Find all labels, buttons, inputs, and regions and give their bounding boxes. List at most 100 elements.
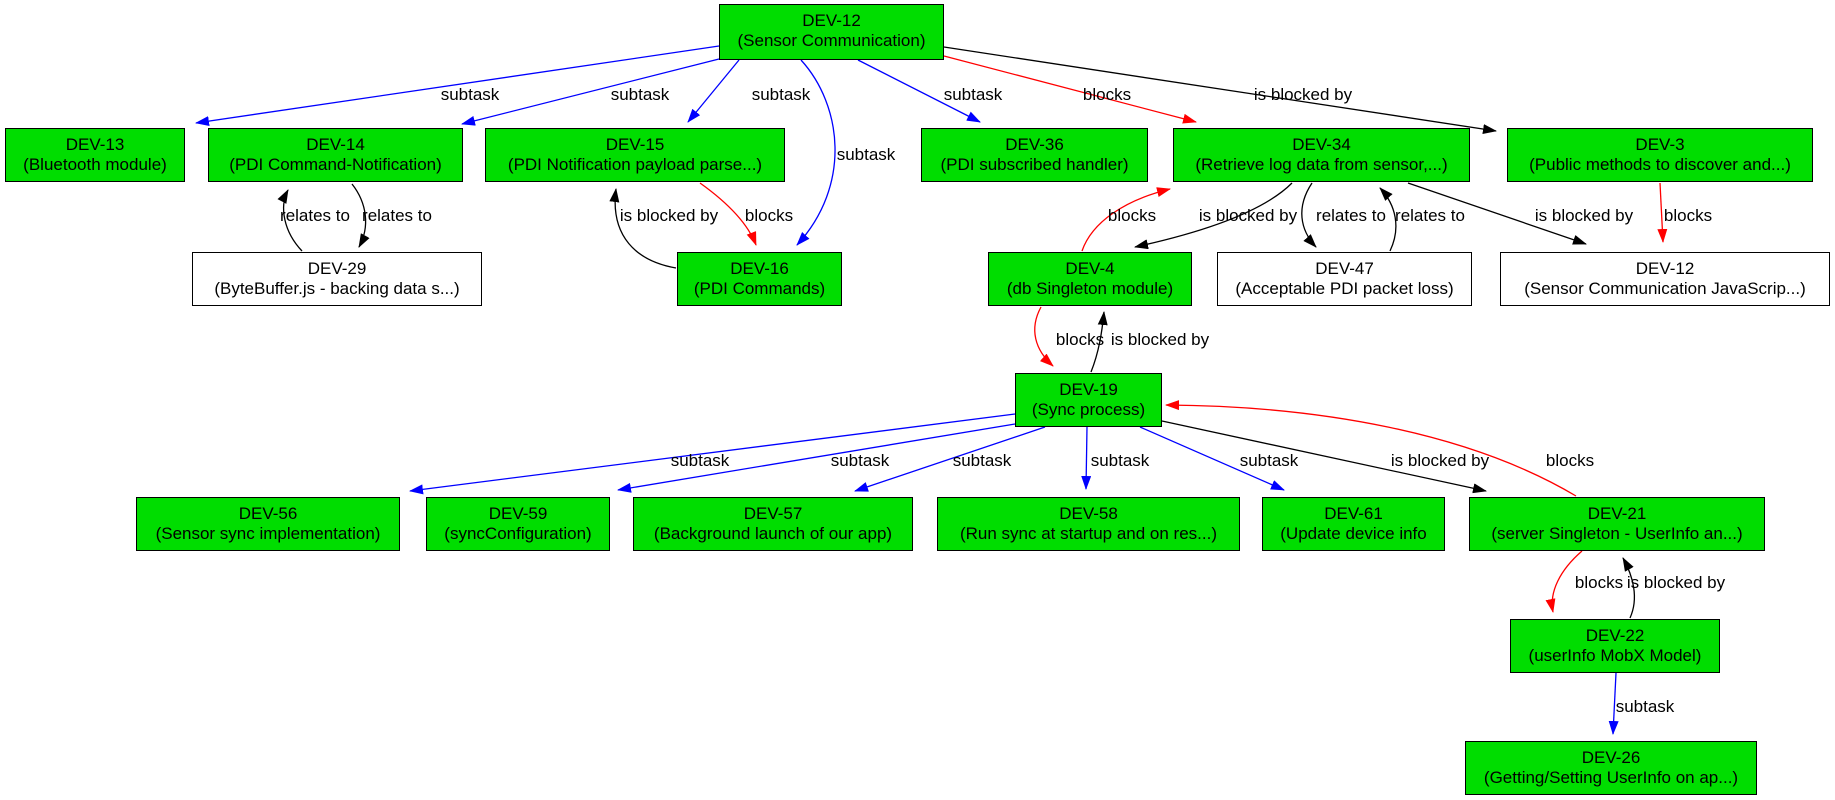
node-dev26[interactable]: DEV-26(Getting/Setting UserInfo on ap...…: [1465, 741, 1757, 795]
node-dev13[interactable]: DEV-13(Bluetooth module): [5, 128, 185, 182]
issue-key: DEV-59: [488, 504, 548, 523]
node-dev34[interactable]: DEV-34(Retrieve log data from sensor,...…: [1173, 128, 1470, 182]
issue-key: DEV-56: [238, 504, 298, 523]
issue-key: DEV-3: [1635, 135, 1685, 154]
edge-label-relates-to: relates to: [1395, 206, 1465, 225]
edge-dev22-dev26: [1608, 672, 1619, 735]
edge-dev3-dev12-w: [1657, 182, 1668, 243]
edge-label-is-blocked-by: is blocked by: [1390, 451, 1490, 470]
issue-summary: (Run sync at startup and on res...): [959, 524, 1217, 543]
edge-dev12-top-dev14: [461, 58, 720, 126]
node-dev12-top[interactable]: DEV-12(Sensor Communication): [719, 4, 944, 60]
edge-dev4-dev19: [1034, 306, 1054, 367]
node-dev15[interactable]: DEV-15(PDI Notification payload parse...…: [485, 128, 785, 182]
edge-dev16-dev15: [609, 188, 677, 269]
edge-label-blocks: blocks: [1082, 85, 1132, 104]
node-dev14[interactable]: DEV-14(PDI Command-Notification): [208, 128, 463, 182]
edge-label-is-blocked-by: is blocked by: [619, 206, 719, 225]
issue-summary: (Background launch of our app): [653, 524, 893, 543]
edge-label-subtask: subtask: [610, 85, 670, 104]
issue-summary: (ByteBuffer.js - backing data s...): [214, 279, 460, 298]
issue-key: DEV-21: [1587, 504, 1647, 523]
issue-summary: (Sensor Communication JavaScrip...): [1524, 279, 1806, 298]
node-dev3[interactable]: DEV-3(Public methods to discover and...): [1507, 128, 1813, 182]
edge-label-subtask: subtask: [830, 451, 890, 470]
issue-summary: (Public methods to discover and...): [1529, 155, 1791, 174]
node-dev19[interactable]: DEV-19(Sync process): [1015, 373, 1162, 427]
issue-summary: (PDI Command-Notification): [229, 155, 442, 174]
node-dev16[interactable]: DEV-16(PDI Commands): [677, 252, 842, 306]
edge-dev12-top-dev15: [687, 59, 740, 123]
edge-label-subtask: subtask: [751, 85, 811, 104]
edge-label-subtask: subtask: [1090, 451, 1150, 470]
issue-key: DEV-36: [1005, 135, 1064, 154]
issue-key: DEV-58: [1059, 504, 1118, 523]
issue-key: DEV-4: [1065, 259, 1115, 278]
edge-label-is-blocked-by: is blocked by: [1110, 330, 1210, 349]
issue-summary: (Sensor sync implementation): [155, 524, 381, 543]
issue-summary: (PDI Commands): [693, 279, 826, 298]
node-dev21[interactable]: DEV-21(server Singleton - UserInfo an...…: [1469, 497, 1765, 551]
edge-dev12-top-dev34: [943, 55, 1197, 124]
issue-summary: (PDI Notification payload parse...): [507, 155, 763, 174]
edge-label-blocks: blocks: [1107, 206, 1157, 225]
edge-label-subtask: subtask: [943, 85, 1003, 104]
edge-dev19-dev21: [1161, 420, 1487, 494]
node-dev56[interactable]: DEV-56(Sensor sync implementation): [136, 497, 400, 551]
issue-summary: (Acceptable PDI packet loss): [1235, 279, 1454, 298]
issue-summary: (Retrieve log data from sensor,...): [1195, 155, 1448, 174]
edge-label-subtask: subtask: [952, 451, 1012, 470]
node-dev29[interactable]: DEV-29(ByteBuffer.js - backing data s...…: [192, 252, 482, 306]
issue-summary: (Getting/Setting UserInfo on ap...): [1483, 768, 1739, 787]
node-dev22[interactable]: DEV-22(userInfo MobX Model): [1510, 619, 1720, 673]
edge-dev19-dev56: [409, 413, 1016, 495]
edge-dev19-dev59: [617, 423, 1016, 493]
edge-dev12-top-dev3: [943, 46, 1497, 134]
edge-dev22-dev21: [1622, 557, 1636, 619]
issue-key: DEV-47: [1315, 259, 1374, 278]
edge-dev19-dev57: [854, 426, 1046, 492]
issue-summary: (Bluetooth module): [23, 155, 167, 174]
edge-label-relates-to: relates to: [362, 206, 432, 225]
node-dev57[interactable]: DEV-57(Background launch of our app): [633, 497, 913, 551]
issue-summary: (PDI subscribed handler): [940, 155, 1129, 174]
edge-dev12-top-dev13: [195, 45, 720, 127]
issue-summary: (Sensor Communication): [737, 31, 926, 50]
issue-summary: (Sync process): [1031, 400, 1146, 419]
edge-label-subtask: subtask: [1239, 451, 1299, 470]
node-dev4[interactable]: DEV-4(db Singleton module): [988, 252, 1192, 306]
edge-dev34-dev4: [1134, 182, 1293, 250]
node-dev36[interactable]: DEV-36(PDI subscribed handler): [921, 128, 1148, 182]
edge-label-is-blocked-by: is blocked by: [1626, 573, 1726, 592]
node-dev47[interactable]: DEV-47(Acceptable PDI packet loss): [1217, 252, 1472, 306]
node-dev58[interactable]: DEV-58(Run sync at startup and on res...…: [937, 497, 1240, 551]
issue-key: DEV-29: [307, 259, 367, 278]
issue-key: DEV-12: [1635, 259, 1695, 278]
node-dev61[interactable]: DEV-61(Update device info: [1262, 497, 1445, 551]
edge-label-relates-to: relates to: [280, 206, 350, 225]
edge-dev15-dev16: [699, 182, 757, 246]
node-dev59[interactable]: DEV-59(syncConfiguration): [426, 497, 610, 551]
issue-summary: (syncConfiguration): [444, 524, 592, 543]
issue-summary: (Update device info: [1280, 524, 1427, 543]
issue-key: DEV-19: [1059, 380, 1118, 399]
edge-label-blocks: blocks: [1663, 206, 1713, 225]
edge-label-blocks: blocks: [744, 206, 794, 225]
edge-dev12-top-dev36: [857, 59, 981, 123]
edge-dev21-dev19: [1165, 400, 1577, 497]
edge-label-blocks: blocks: [1055, 330, 1105, 349]
issue-key: DEV-61: [1324, 504, 1383, 523]
edge-label-relates-to: relates to: [1316, 206, 1386, 225]
edge-label-is-blocked-by: is blocked by: [1253, 85, 1353, 104]
edge-dev34-dev47: [1301, 182, 1317, 248]
issue-key: DEV-12: [802, 11, 861, 30]
edge-dev34-dev12-w: [1407, 182, 1587, 245]
node-dev12-w[interactable]: DEV-12(Sensor Communication JavaScrip...…: [1500, 252, 1830, 306]
edge-dev19-dev4: [1090, 311, 1108, 373]
edge-label-blocks: blocks: [1545, 451, 1595, 470]
edge-dev29-dev14: [277, 189, 303, 252]
edge-label-is-blocked-by: is blocked by: [1198, 206, 1298, 225]
edge-dev47-dev34: [1379, 187, 1397, 252]
edge-label-subtask: subtask: [670, 451, 730, 470]
